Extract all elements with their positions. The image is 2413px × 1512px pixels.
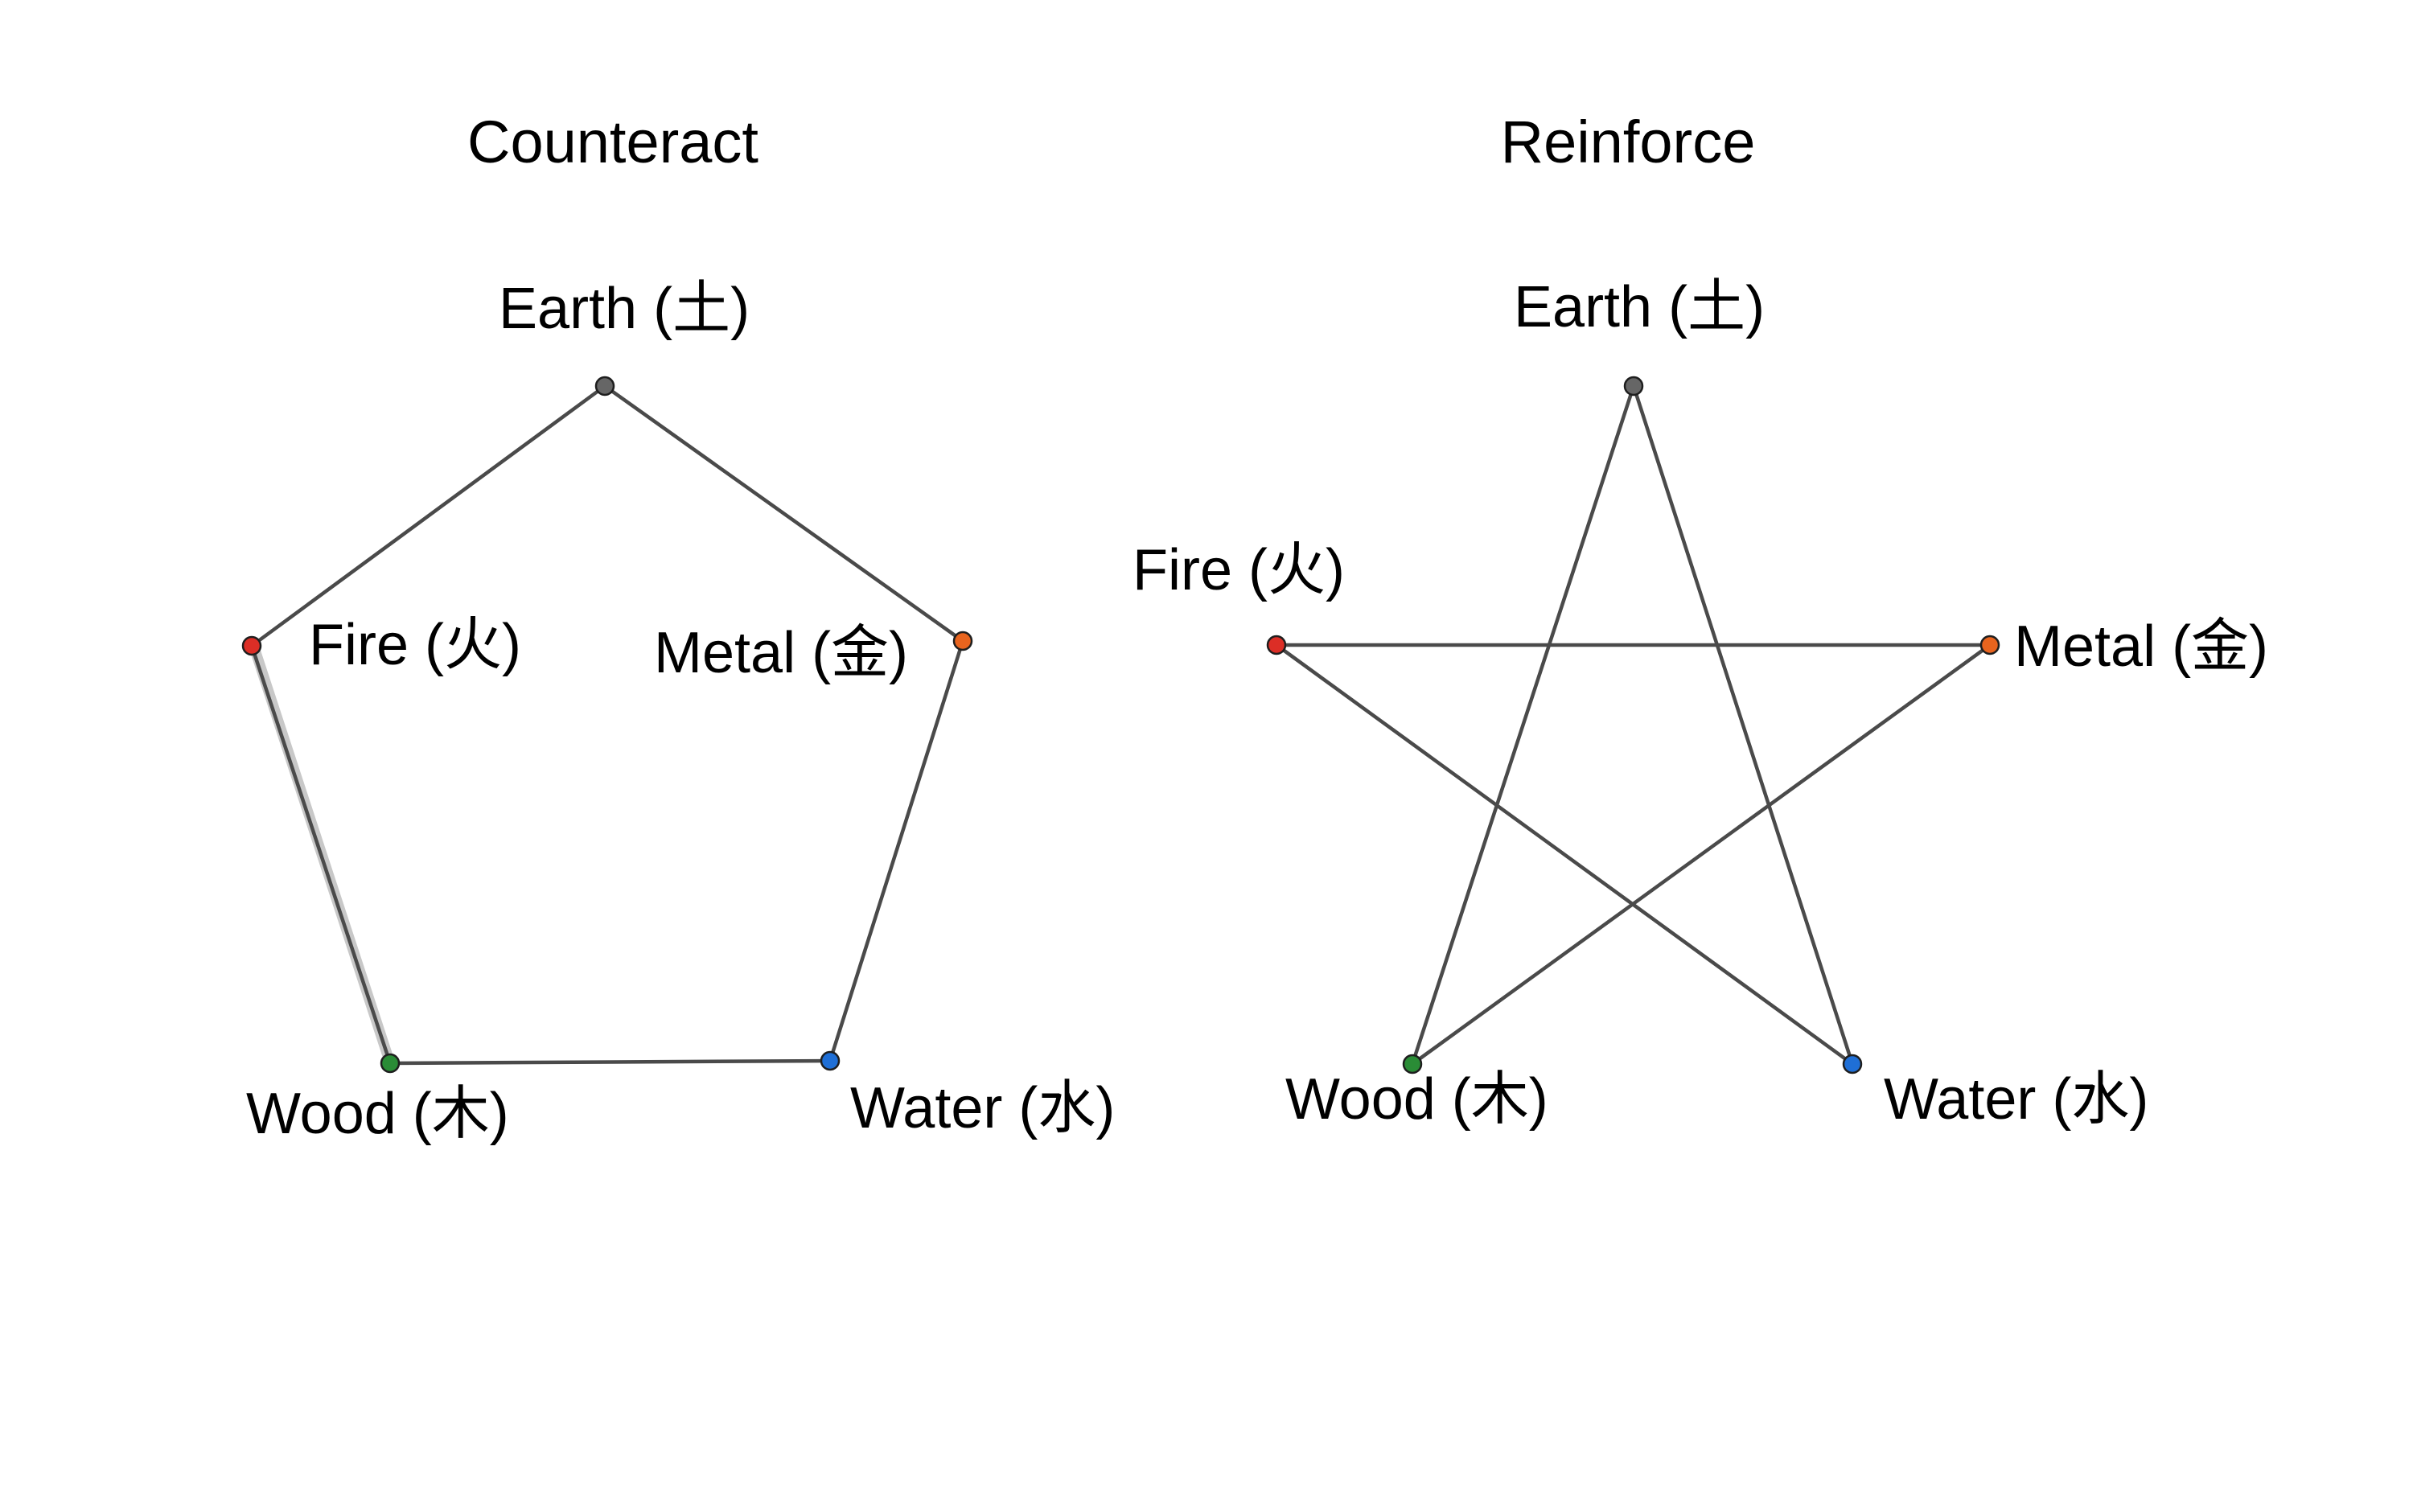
counteract-edge-water-wood (389, 1058, 831, 1066)
counteract-node-metal[interactable] (952, 631, 973, 651)
counteract-label-water: Water (水) (850, 1076, 1115, 1140)
counteract-label-wood: Wood (木) (246, 1082, 509, 1146)
counteract-node-fire[interactable] (241, 635, 262, 656)
counteract-title: Counteract (467, 109, 758, 175)
reinforce-edge-earth-water (1631, 385, 1855, 1065)
counteract-edge-metal-water (828, 640, 965, 1062)
counteract-node-water[interactable] (820, 1050, 841, 1071)
reinforce-edge-metal-wood (1411, 643, 1992, 1066)
counteract-node-wood[interactable] (380, 1053, 401, 1074)
counteract-label-fire: Fire (火) (309, 613, 521, 677)
counteract-edge-fire-earth (250, 384, 606, 647)
reinforce-edge-water-fire (1275, 643, 1854, 1066)
counteract-edge-earth-metal (603, 384, 964, 643)
reinforce-node-fire[interactable] (1266, 635, 1287, 655)
reinforce-label-wood: Wood (木) (1285, 1067, 1548, 1132)
reinforce-node-water[interactable] (1842, 1054, 1863, 1074)
reinforce-node-metal[interactable] (1979, 635, 2000, 655)
reinforce-label-earth: Earth (土) (1514, 275, 1765, 339)
counteract-labels: Earth (土) Metal (金) Water (水) Wood (木) F… (246, 277, 1115, 1146)
reinforce-edge-wood-earth (1410, 385, 1636, 1065)
reinforce-panel: Reinforce Earth (土) Metal (金) Water (水) … (1133, 109, 2268, 1132)
reinforce-title: Reinforce (1501, 109, 1756, 175)
reinforce-edges (1275, 385, 1992, 1066)
reinforce-labels: Earth (土) Metal (金) Water (水) Wood (木) F… (1133, 275, 2268, 1132)
reinforce-nodes (1266, 376, 2000, 1074)
counteract-nodes (241, 376, 973, 1074)
reinforce-label-fire: Fire (火) (1133, 538, 1345, 602)
reinforce-label-water: Water (水) (1884, 1067, 2148, 1132)
counteract-edge-wood-fire (249, 645, 393, 1064)
counteract-panel: Counteract Earth (土) Metal (金) Water (水)… (241, 109, 1115, 1146)
counteract-label-metal: Metal (金) (654, 621, 908, 685)
reinforce-node-earth[interactable] (1623, 376, 1644, 396)
reinforce-label-metal: Metal (金) (2014, 614, 2268, 679)
counteract-node-earth[interactable] (594, 376, 615, 396)
reinforce-node-wood[interactable] (1402, 1054, 1423, 1074)
counteract-label-earth: Earth (土) (499, 277, 750, 341)
counteract-edges (249, 384, 965, 1069)
